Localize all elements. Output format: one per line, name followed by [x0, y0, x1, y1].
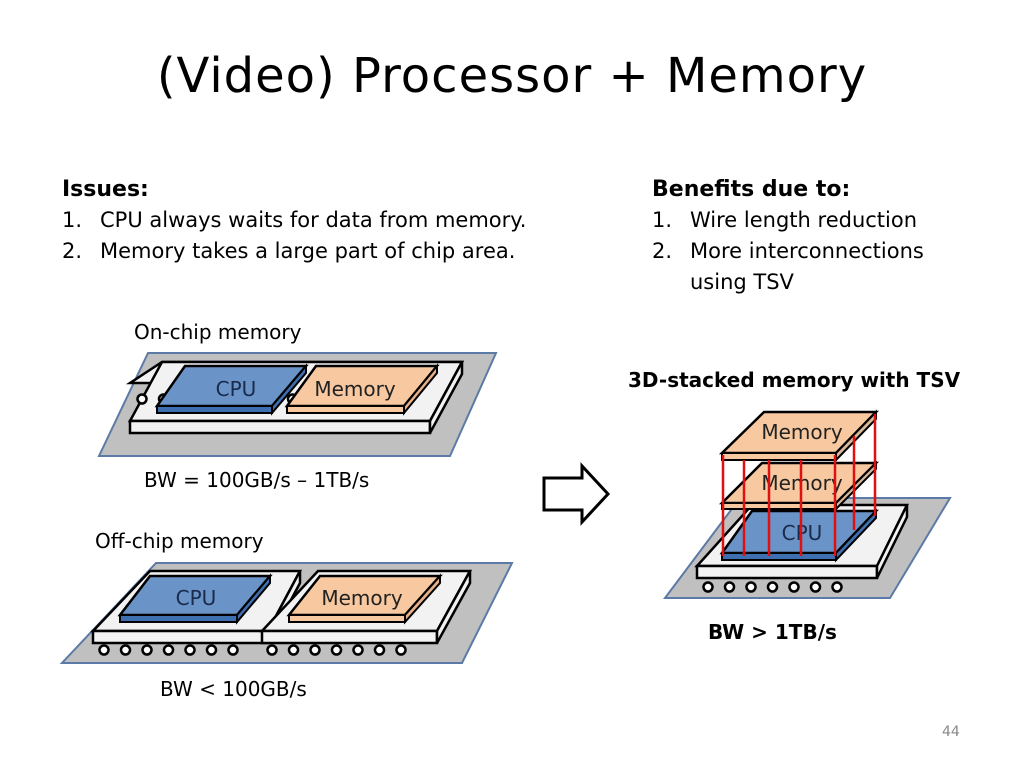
cpu-die: CPU: [117, 573, 273, 625]
solder-ball: [745, 581, 757, 593]
off-chip-bandwidth: BW < 100GB/s: [160, 677, 307, 701]
memory-label: Memory: [321, 586, 403, 610]
solder-ball: [809, 581, 822, 593]
issue-item: 1.CPU always waits for data from memory.: [62, 208, 527, 232]
memory-label: Memory: [314, 377, 396, 401]
solder-ball: [227, 644, 239, 656]
solder-ball: [287, 644, 300, 656]
off-chip-caption: Off-chip memory: [95, 529, 264, 553]
stacked-bandwidth: BW > 1TB/s: [708, 620, 837, 644]
solder-ball: [702, 581, 714, 593]
solder-ball: [119, 644, 132, 656]
solder-ball: [766, 581, 779, 593]
solder-ball: [184, 644, 196, 656]
solder-ball: [373, 644, 386, 656]
memory-die: Memory: [286, 573, 443, 625]
solder-ball: [330, 644, 343, 656]
issues-heading: Issues:: [62, 177, 149, 202]
slide-title: (Video) Processor + Memory: [156, 48, 868, 104]
solder-ball: [395, 644, 407, 656]
solder-ball: [136, 393, 148, 405]
on-chip-bandwidth: BW = 100GB/s – 1TB/s: [144, 468, 370, 492]
benefits-heading: Benefits due to:: [652, 177, 851, 202]
benefit-item: 2.More interconnections using TSV: [652, 239, 924, 294]
solder-ball: [266, 644, 278, 656]
stacked-diagram: CPU Memory Memory: [663, 409, 952, 599]
solder-ball: [205, 644, 218, 656]
solder-ball: [788, 581, 800, 593]
benefits-section: Benefits due to: 1.Wire length reduction…: [652, 174, 972, 298]
on-chip-diagram: CPU Memory: [97, 352, 498, 457]
solder-balls: [98, 644, 239, 656]
solder-ball: [723, 581, 736, 593]
right-arrow-icon: [542, 462, 611, 526]
solder-ball: [352, 644, 364, 656]
solder-ball: [831, 581, 843, 593]
solder-ball: [98, 644, 110, 656]
issues-section: Issues: 1.CPU always waits for data from…: [62, 174, 526, 267]
memory-label: Memory: [761, 420, 843, 444]
page-number: 44: [942, 724, 960, 740]
issue-item: 2.Memory takes a large part of chip area…: [62, 239, 516, 263]
cpu-label: CPU: [216, 377, 257, 401]
solder-ball: [309, 644, 321, 656]
memory-die: Memory: [284, 363, 440, 416]
off-chip-diagram: CPU Memory: [59, 562, 514, 664]
cpu-die: CPU: [154, 363, 309, 416]
stacked-caption: 3D-stacked memory with TSV: [628, 368, 961, 392]
solder-ball: [162, 644, 175, 656]
benefit-item: 1.Wire length reduction: [652, 208, 918, 232]
solder-balls: [702, 581, 843, 593]
solder-balls: [266, 644, 407, 656]
on-chip-caption: On-chip memory: [134, 320, 302, 344]
cpu-label: CPU: [176, 586, 217, 610]
tsv-wires: [721, 414, 877, 556]
solder-ball: [141, 644, 153, 656]
memory-die-top: Memory: [718, 409, 879, 463]
